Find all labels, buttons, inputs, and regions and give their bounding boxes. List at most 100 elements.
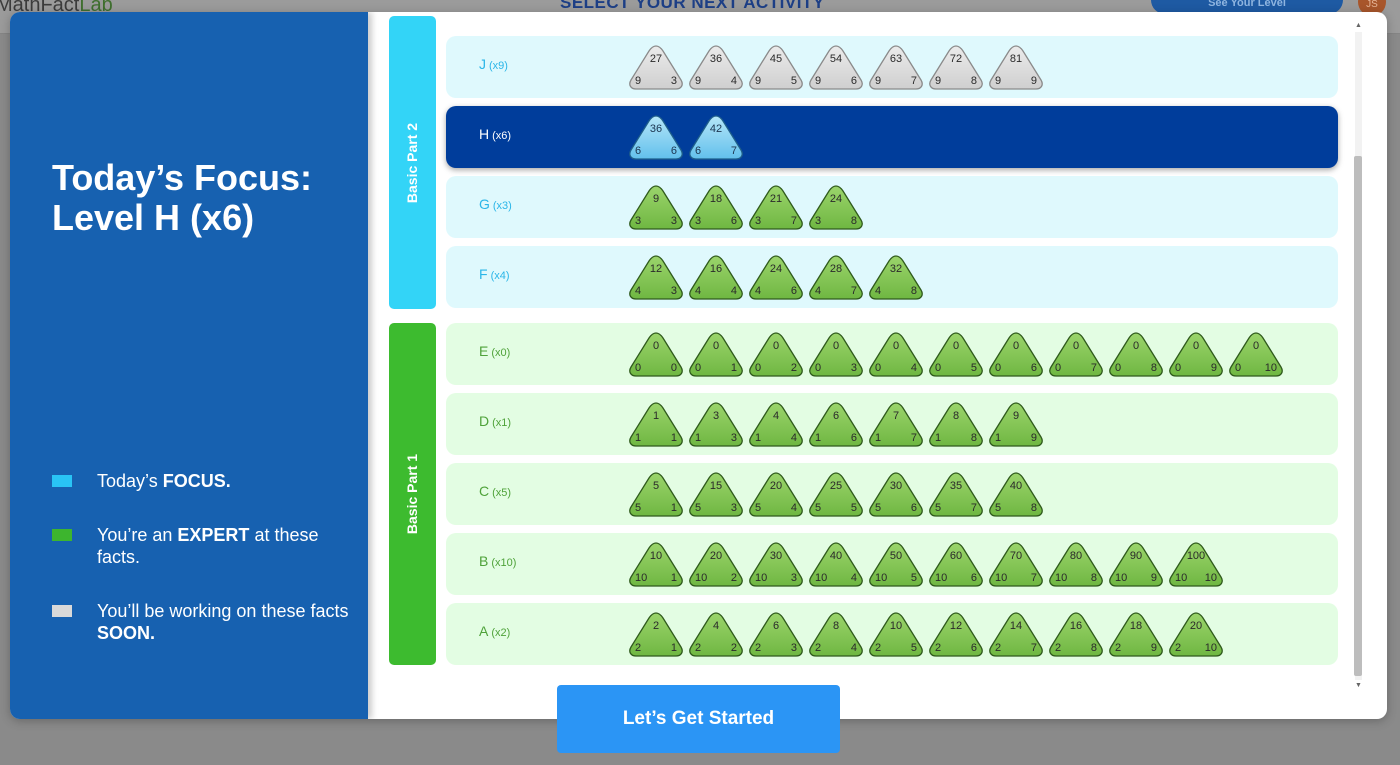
fact-product: 0 [712,340,720,352]
triangle-shape [809,45,863,90]
triangle-shape [929,45,983,90]
scroll-down-icon[interactable]: ▼ [1355,682,1362,689]
fact-factor-right: 8 [910,285,917,297]
fact-product: 12 [949,620,963,632]
fact-product: 20 [769,480,783,492]
fact-factor-left: 2 [1115,642,1122,654]
fact-factor-left: 2 [695,642,702,654]
page-title: SELECT YOUR NEXT ACTIVITY [560,0,825,12]
fact-factor-left: 4 [695,285,702,297]
fact-factor-left: 0 [815,362,822,374]
triangle-shape [809,472,863,517]
level-multiplier: (x9) [489,60,508,72]
triangle-shape [989,332,1043,377]
scroll-up-icon[interactable]: ▲ [1355,22,1362,29]
fact-factor-left: 5 [635,502,642,514]
triangle-shape [929,612,983,657]
fact-product: 12 [649,263,663,275]
triangle-shape [689,185,743,230]
fact-factor-left: 10 [995,572,1008,584]
fact-factor-right: 8 [970,75,977,87]
triangle-shape [689,612,743,657]
legend-item: Today’s FOCUS. [52,470,352,492]
triangle-shape [869,472,923,517]
level-letter: J [479,56,486,72]
fact-product: 63 [889,53,903,65]
level-multiplier: (x5) [492,487,512,499]
level-multiplier: (x0) [491,347,511,359]
fact-factor-right: 9 [1150,642,1157,654]
fact-factor-left: 4 [875,285,882,297]
legend-swatch [52,529,72,541]
fact-factor-left: 1 [935,432,942,444]
fact-factor-right: 6 [970,572,977,584]
triangle-shape [749,185,803,230]
fact-factor-right: 7 [850,285,857,297]
triangle-shape [929,542,983,587]
fact-factor-left: 10 [635,572,648,584]
fact-factor-left: 10 [755,572,768,584]
fact-factor-right: 10 [1204,572,1217,584]
level-letter: D [479,413,490,429]
legend-text-part: FOCUS. [162,471,231,491]
level-label: J(x9) [479,56,508,72]
fact-factor-right: 2 [730,642,737,654]
fact-product: 6 [832,410,840,422]
fact-factor-right: 2 [730,572,737,584]
level-multiplier: (x4) [490,270,510,282]
get-started-button[interactable]: Let’s Get Started [557,685,840,753]
triangle-shape [989,45,1043,90]
fact-product: 72 [949,53,963,65]
scrollbar[interactable]: ▲ ▼ [1352,22,1365,690]
triangle-shape [869,255,923,300]
fact-product: 32 [889,263,903,275]
level-letter: C [479,483,490,499]
fact-factor-right: 7 [910,432,917,444]
fact-factor-left: 9 [755,75,762,87]
fact-product: 20 [709,550,723,562]
fact-factor-right: 7 [1090,362,1097,374]
fact-product: 16 [1069,620,1083,632]
fact-factor-right: 5 [910,572,917,584]
fact-factor-right: 3 [670,215,677,227]
triangle-shape [1169,332,1223,377]
triangle-shape [749,332,803,377]
fact-factor-left: 2 [935,642,942,654]
fact-product: 8 [952,410,960,422]
fact-product: 3 [712,410,720,422]
fact-product: 0 [892,340,900,352]
fact-factor-right: 9 [1210,362,1217,374]
see-your-level-button[interactable]: See Your Level [1151,0,1343,14]
fact-product: 0 [652,340,660,352]
group-label: Basic Part 2 [404,122,421,203]
fact-factor-left: 10 [1175,572,1188,584]
level-label: D(x1) [479,413,511,429]
triangle-shape [1109,612,1163,657]
scrollbar-thumb[interactable] [1354,156,1362,676]
fact-factor-left: 10 [1115,572,1128,584]
